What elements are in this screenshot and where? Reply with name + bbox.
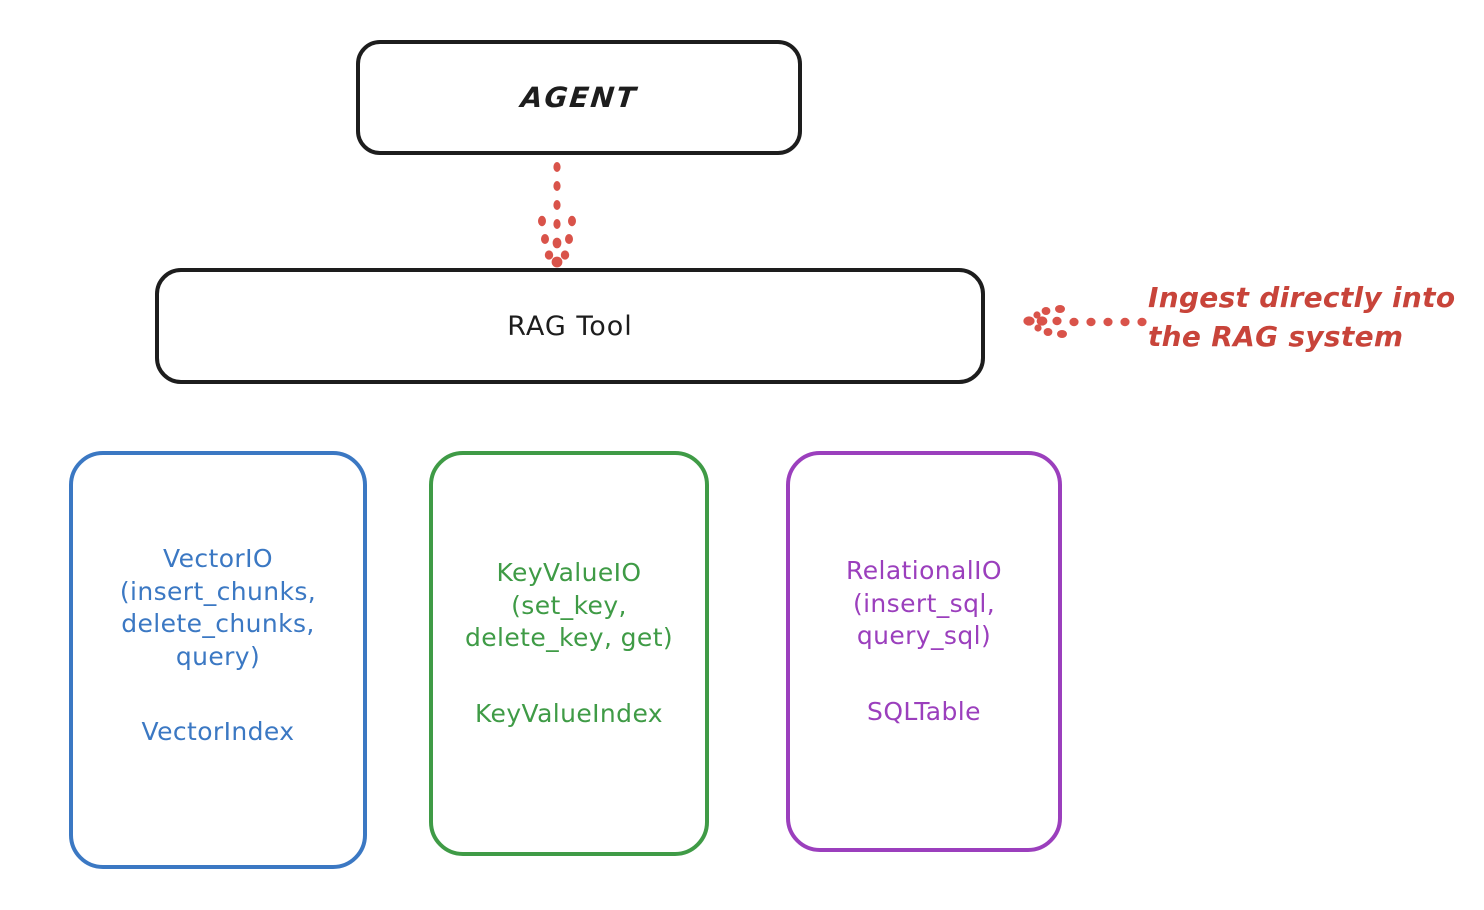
vector-io-title: VectorIO (insert_chunks, delete_chunks, … xyxy=(119,544,317,671)
key-value-io-title: KeyValueIO (set_key, delete_key, get) xyxy=(464,558,674,652)
ingest-annotation-text: Ingest directly into the RAG system xyxy=(1148,281,1456,354)
relational-io-title: RelationalIO (insert_sql, query_sql) xyxy=(846,556,1002,650)
rag-tool-label: RAG Tool xyxy=(507,310,633,342)
key-value-io-node[interactable]: KeyValueIO (set_key, delete_key, get) Ke… xyxy=(429,451,709,856)
agent-label: AGENT xyxy=(519,81,639,114)
relational-io-index: SQLTable xyxy=(867,696,981,726)
vector-io-node[interactable]: VectorIO (insert_chunks, delete_chunks, … xyxy=(69,451,367,869)
vector-io-index: VectorIndex xyxy=(141,717,295,746)
relational-io-node[interactable]: RelationalIO (insert_sql, query_sql) SQL… xyxy=(786,451,1062,852)
ingest-arrow-icon xyxy=(1023,305,1147,338)
agent-to-rag-tool-arrow-icon xyxy=(538,162,576,268)
rag-tool-node[interactable]: RAG Tool xyxy=(155,268,985,384)
agent-node[interactable]: AGENT xyxy=(356,40,802,155)
key-value-io-index: KeyValueIndex xyxy=(474,698,663,728)
